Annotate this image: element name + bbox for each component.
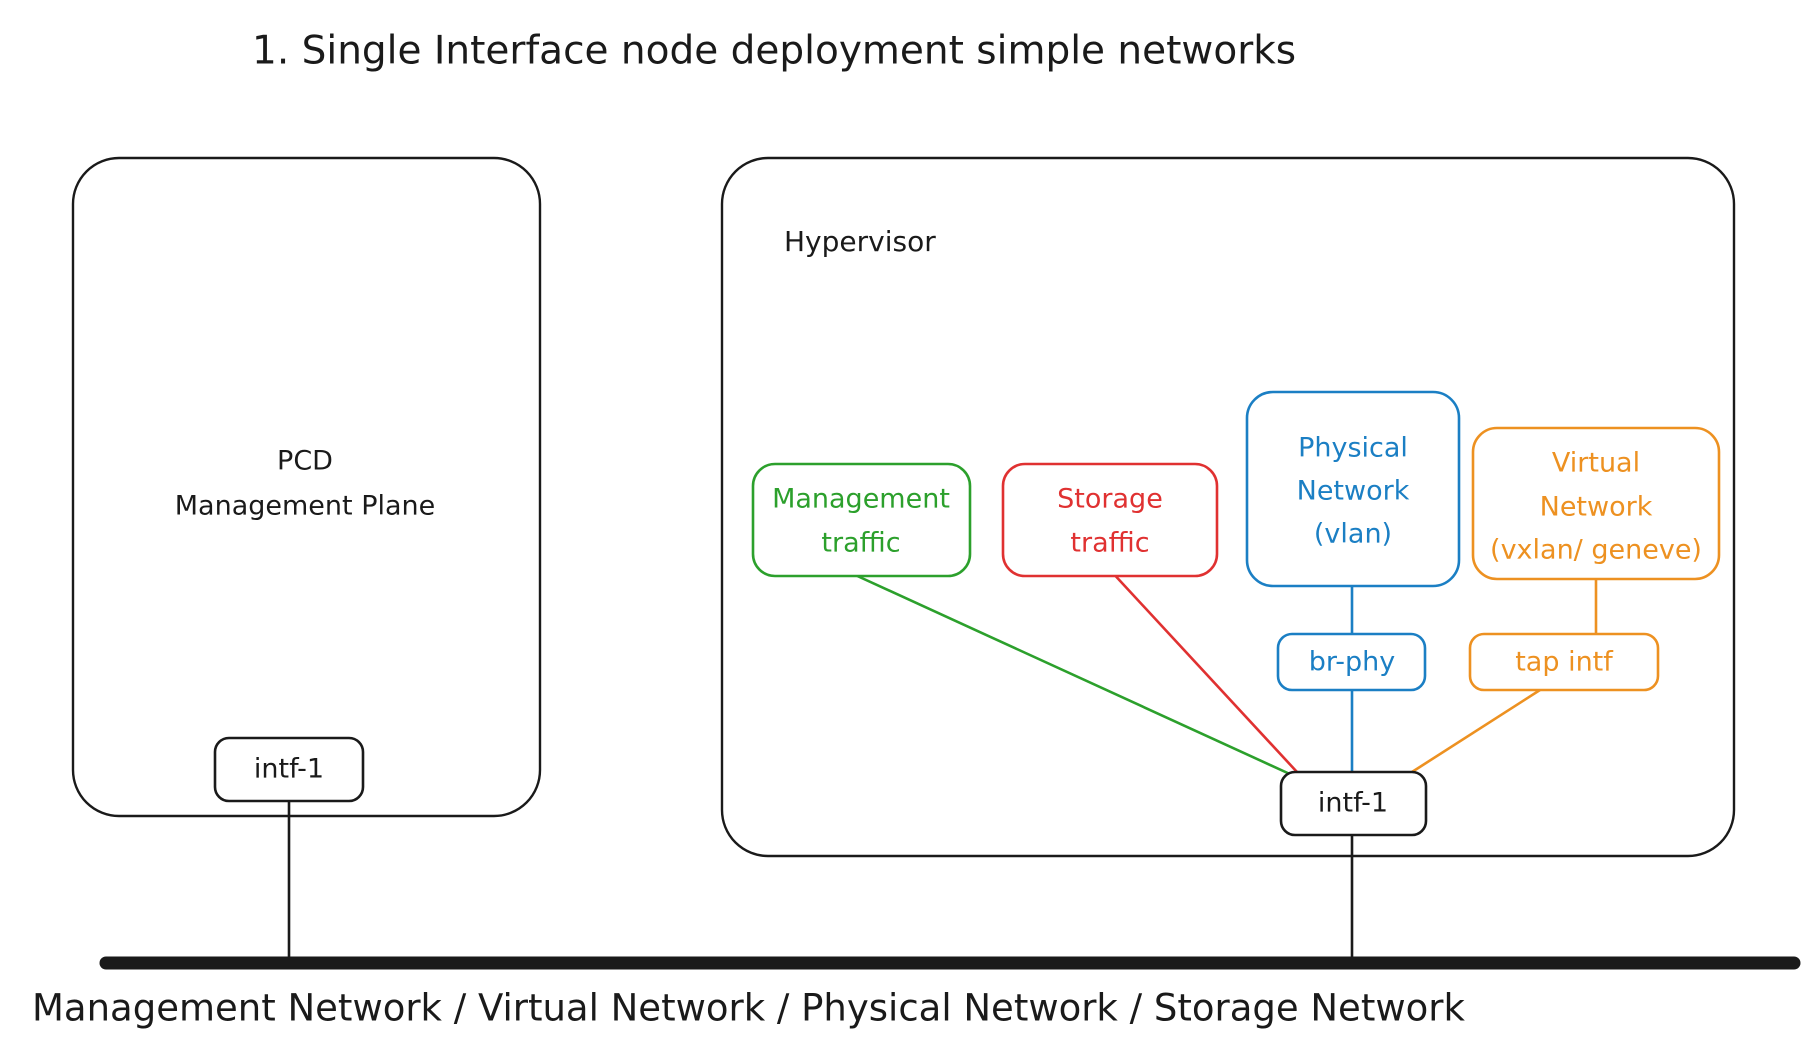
tap-intf-box[interactable] [1468,632,1660,692]
physical-network-box[interactable] [1245,390,1461,588]
pcd-label-line2: Management Plane [175,491,436,522]
management-traffic-label-line2: traffic [821,528,900,559]
physical-network-label-line1: Physical [1298,433,1408,464]
bottom-network-label: Management Network / Virtual Network / P… [32,987,1465,1030]
physical-network-label-line3: (vlan) [1314,519,1392,550]
virtual-network-label-line2: Network [1540,492,1653,523]
tap-intf-label: tap intf [1515,647,1614,678]
pcd-label-line1: PCD [277,446,333,477]
virtual-network-box[interactable] [1471,426,1721,581]
br-phy-box[interactable] [1276,632,1427,692]
storage-traffic-label-line1: Storage [1057,484,1163,515]
hypervisor-intf-1-box[interactable] [1279,770,1428,837]
physical-network-label-line2: Network [1297,476,1410,507]
link-storage-traffic-to-intf1 [1109,569,1298,773]
hypervisor-label: Hypervisor [784,225,936,258]
storage-traffic-label-line2: traffic [1070,528,1149,559]
storage-traffic-box[interactable] [1001,462,1219,578]
pcd-management-plane-panel [71,156,542,818]
br-phy-label: br-phy [1309,647,1396,678]
pcd-intf-1-label: intf-1 [254,754,324,785]
management-traffic-label-line1: Management [772,484,950,515]
link-tap-intf-to-intf1 [1411,688,1541,774]
link-management-traffic-to-intf1 [852,572,1293,777]
management-traffic-box[interactable] [751,462,972,578]
virtual-network-label-line1: Virtual [1552,448,1640,479]
diagram-title: 1. Single Interface node deployment simp… [252,29,1296,74]
hypervisor-intf-1-label: intf-1 [1318,788,1388,819]
virtual-network-label-line3: (vxlan/ geneve) [1490,535,1702,566]
